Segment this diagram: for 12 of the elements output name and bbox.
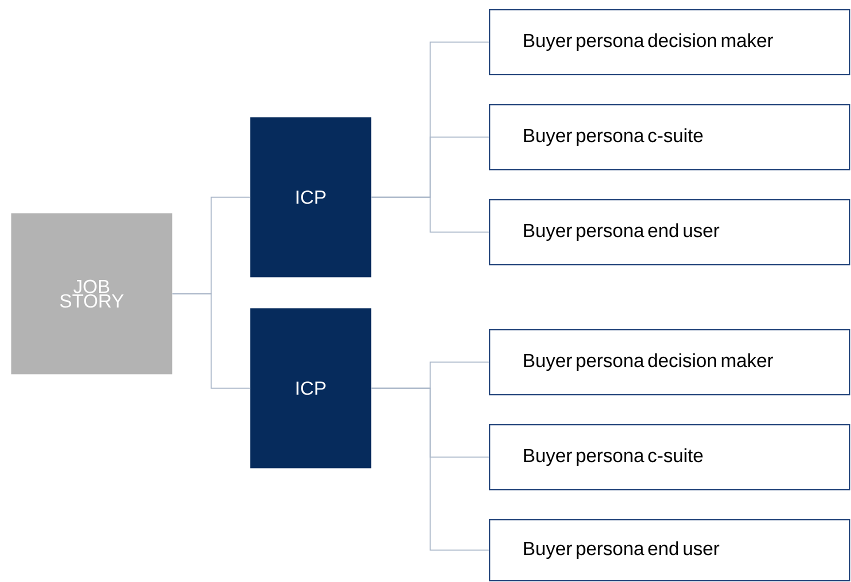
connector-line: [370, 388, 490, 551]
connector-line: [370, 196, 490, 233]
connector-line: [172, 293, 250, 389]
persona-box: Buyer persona decision maker: [489, 9, 850, 76]
persona-box: Buyer persona end user: [489, 199, 850, 266]
persona-box: Buyer persona decision maker: [489, 329, 850, 396]
persona-box: Buyer persona end user: [489, 519, 850, 582]
icp-box: ICP: [250, 308, 372, 468]
persona-box: Buyer persona c-suite: [489, 104, 850, 170]
icp-box: ICP: [250, 117, 372, 278]
story-box: JOB STORY: [11, 213, 172, 374]
persona-box: Buyer persona c-suite: [489, 424, 850, 490]
